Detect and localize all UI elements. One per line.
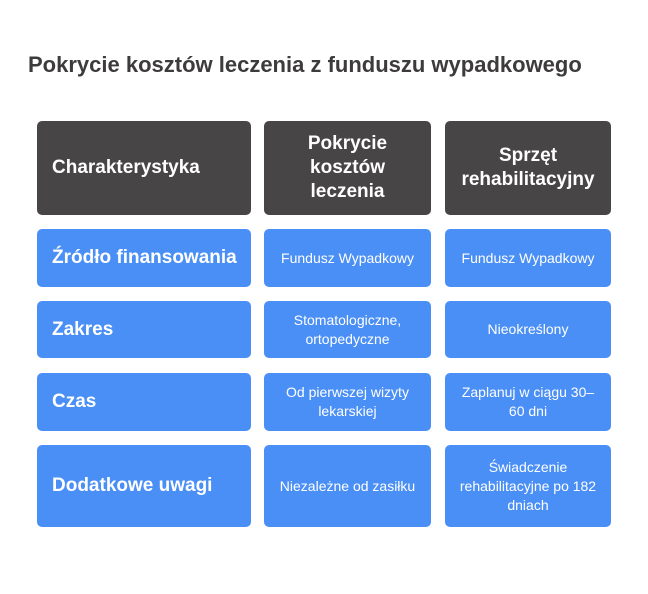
row-label-funding-source: Źródło finansowania: [37, 229, 251, 287]
row-label-text: Czas: [52, 391, 97, 412]
header-treatment-coverage-label: Pokrycie kosztów leczenia: [307, 133, 388, 202]
cell-text: Świadczenie rehabilitacyjne po 182 dniac…: [459, 458, 597, 513]
cell-text: Stomatologiczne, ortopedyczne: [293, 311, 402, 347]
cell-scope-equipment: Nieokreślony: [445, 301, 611, 358]
cell-text: Od pierwszej wizyty lekarskiej: [286, 384, 409, 419]
row-label-text: Dodatkowe uwagi: [52, 475, 213, 496]
page-title: Pokrycie kosztów leczenia z funduszu wyp…: [28, 52, 582, 77]
row-label-text: Zakres: [52, 318, 114, 340]
header-rehab-equipment: Sprzęt rehabilitacyjny: [445, 121, 611, 215]
header-characteristic: Charakterystyka: [37, 121, 251, 215]
cell-time-treatment: Od pierwszej wizyty lekarskiej: [264, 373, 431, 431]
cell-time-equipment: Zaplanuj w ciągu 30–60 dni: [445, 373, 611, 431]
cell-text: Nieokreślony: [487, 321, 569, 337]
cell-text: Fundusz Wypadkowy: [461, 249, 595, 266]
header-rehab-equipment-label: Sprzęt rehabilitacyjny: [461, 145, 595, 190]
row-label-time: Czas: [37, 373, 251, 431]
header-characteristic-label: Charakterystyka: [52, 157, 200, 178]
cell-text: Fundusz Wypadkowy: [281, 249, 414, 266]
row-label-text: Źródło finansowania: [52, 247, 237, 268]
cell-text: Niezależne od zasiłku: [279, 477, 416, 494]
row-label-scope: Zakres: [37, 301, 251, 358]
cell-scope-treatment: Stomatologiczne, ortopedyczne: [264, 301, 431, 358]
cell-funding-treatment: Fundusz Wypadkowy: [264, 229, 431, 287]
cell-notes-equipment: Świadczenie rehabilitacyjne po 182 dniac…: [445, 445, 611, 527]
cell-funding-equipment: Fundusz Wypadkowy: [445, 229, 611, 287]
cell-text: Zaplanuj w ciągu 30–60 dni: [461, 384, 595, 419]
cell-notes-treatment: Niezależne od zasiłku: [264, 445, 431, 527]
row-label-additional-notes: Dodatkowe uwagi: [37, 445, 251, 527]
header-treatment-coverage: Pokrycie kosztów leczenia: [264, 121, 431, 215]
